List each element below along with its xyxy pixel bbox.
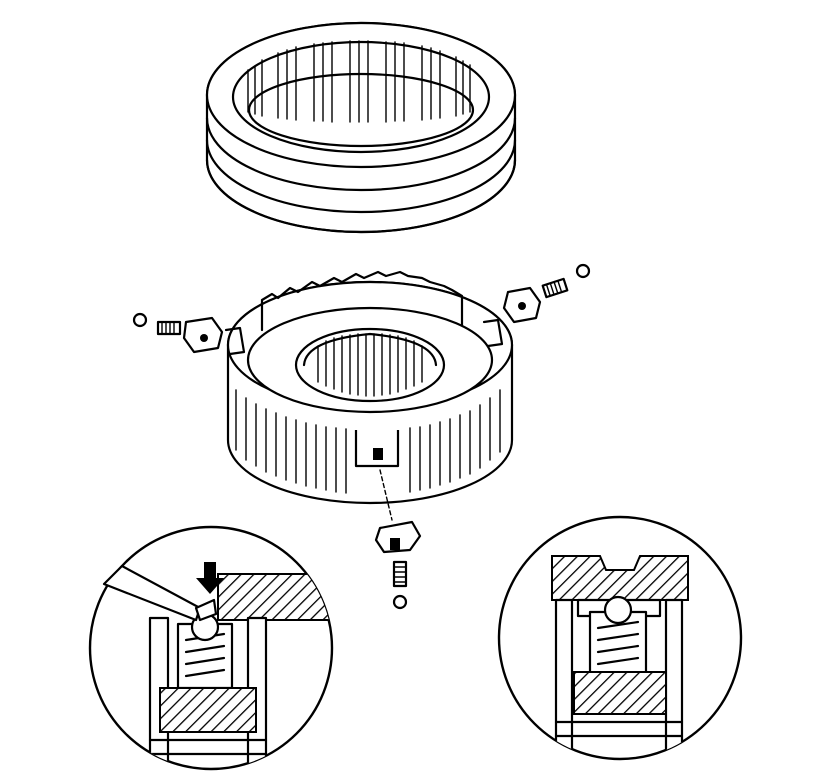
detent-spring-bottom [392, 560, 408, 588]
detent-ball-left [132, 312, 148, 328]
detent-ball-right [575, 263, 591, 279]
strut-key-right [502, 286, 542, 324]
detent-spring-left [156, 320, 182, 336]
strut-key-bottom [374, 520, 422, 554]
installed-detail [497, 515, 743, 761]
detent-ball-bottom [392, 594, 408, 610]
screwdriver-icon [102, 564, 218, 622]
detent-spring-right [541, 277, 569, 299]
strut-key-left [182, 316, 224, 354]
arrow-down-icon [196, 562, 224, 594]
synchronizer-sleeve [205, 21, 517, 234]
synchronizer-hub [224, 270, 514, 505]
removal-detail [88, 525, 334, 771]
